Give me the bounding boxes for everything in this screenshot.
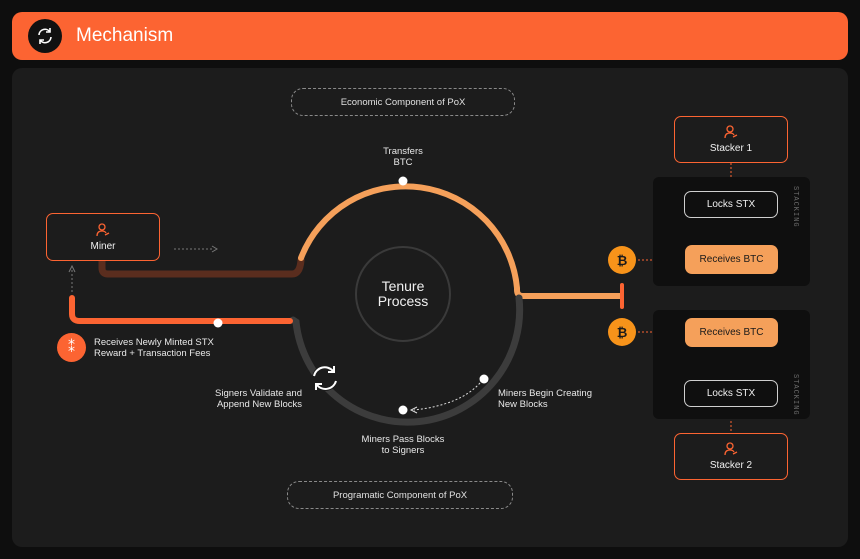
miner-label: Miner: [90, 240, 116, 252]
cycle-icon: [312, 365, 338, 391]
stacker-1-box: Stacker 1: [674, 116, 788, 163]
stacking-group-2-label: STACKING: [791, 374, 799, 416]
stacker-1-receives-btc: Receives BTC: [685, 245, 778, 274]
miner-track: [98, 252, 305, 278]
reward-track: [69, 295, 293, 324]
programatic-component-pill: Programatic Component of PoX: [287, 481, 513, 509]
refresh-icon: [28, 19, 62, 53]
tenure-process-circle: Tenure Process: [355, 246, 451, 342]
economic-arc: [298, 183, 624, 299]
tenure-line1: Tenure: [381, 278, 425, 294]
bitcoin-icon: ₿: [608, 246, 636, 274]
stacker-2-label: Stacker 2: [709, 460, 753, 471]
bitcoin-icon: ₿: [608, 318, 636, 346]
dot-miners-pass: [398, 405, 408, 415]
user-icon: [724, 125, 738, 139]
dot-miners-begin: [479, 374, 489, 384]
stacker-1-locks-stx: Locks STX: [684, 191, 778, 218]
miner-box: Miner: [46, 213, 160, 261]
stacker-2-box: Stacker 2: [674, 433, 788, 480]
stacker-2-receives-btc: Receives BTC: [685, 318, 778, 347]
dot-transfers: [398, 176, 408, 186]
stacker-1-label: Stacker 1: [709, 143, 753, 154]
tenure-line2: Process: [377, 293, 429, 309]
user-icon: [96, 222, 110, 236]
stacking-group-1-label: STACKING: [791, 186, 799, 228]
stx-icon: ⁑: [57, 333, 86, 362]
stacker-2-locks-stx: Locks STX: [684, 380, 778, 407]
dot-reward: [213, 318, 223, 328]
economic-component-pill: Economic Component of PoX: [291, 88, 515, 116]
programatic-arc: [289, 294, 524, 426]
user-icon: [724, 442, 738, 456]
page-title: Mechanism: [76, 25, 174, 46]
header-bar: Mechanism: [12, 12, 848, 60]
